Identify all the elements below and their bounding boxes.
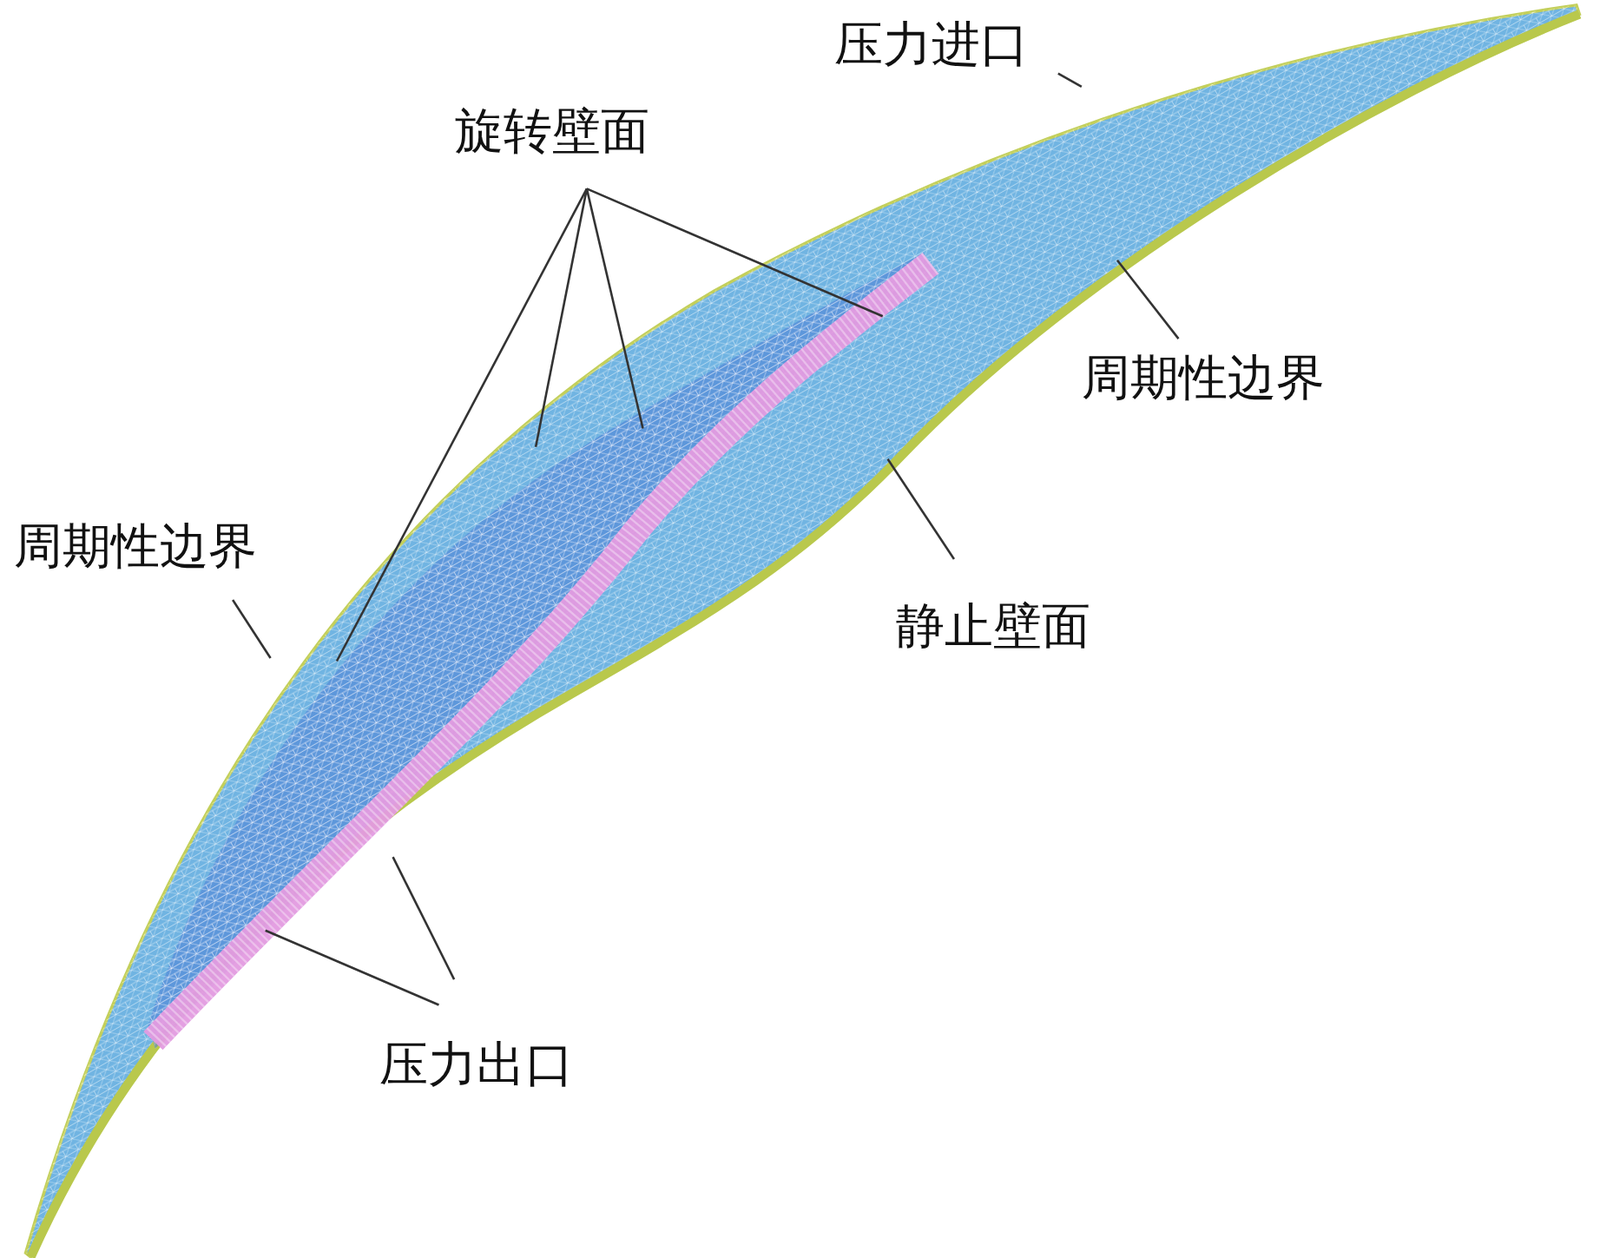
outlet-strip [152, 263, 930, 1041]
mesh-texture [152, 263, 930, 1041]
callout-label: 旋转壁面 [454, 103, 650, 159]
callout-label: 周期性边界 [13, 518, 257, 574]
leader-lines [232, 73, 1179, 1006]
mesh-texture [148, 252, 935, 1049]
rotating-wall-region [148, 252, 935, 1049]
static-wall-band [30, 13, 1580, 1257]
callout-label: 静止壁面 [895, 598, 1091, 654]
callout-label: 周期性边界 [1081, 349, 1325, 406]
callout-label: 压力进口 [834, 16, 1029, 73]
fluid-domain [26, 5, 1581, 1258]
callout-label: 压力出口 [379, 1036, 574, 1093]
mesh-texture [26, 5, 1581, 1258]
